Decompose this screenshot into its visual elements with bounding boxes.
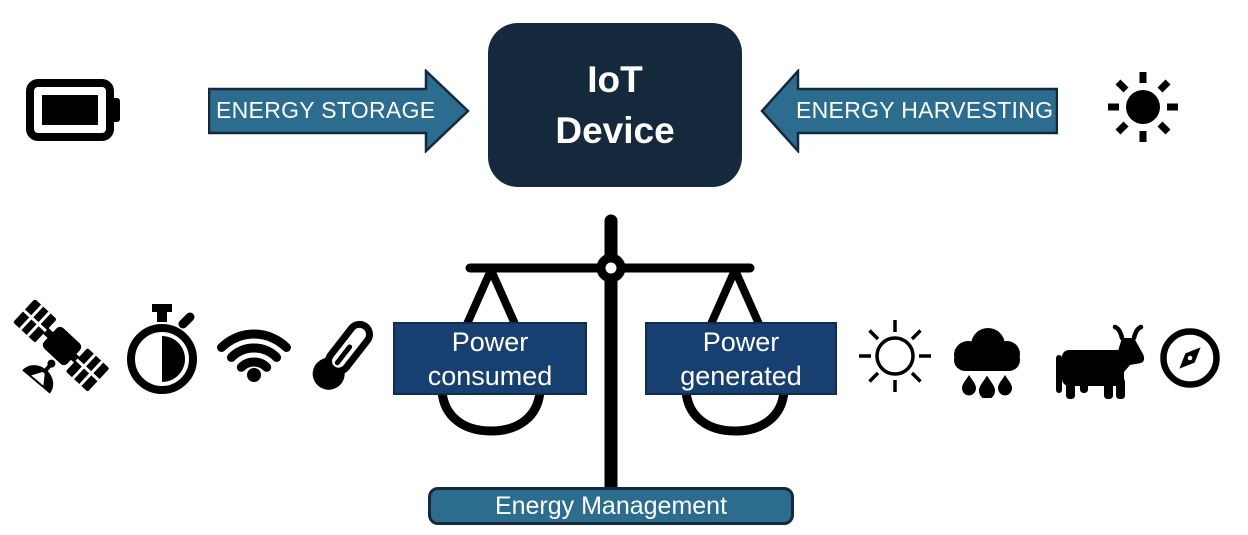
- battery-icon: [26, 78, 120, 142]
- power-consumed-line2: consumed: [427, 360, 553, 391]
- rain-cloud-icon: [944, 322, 1030, 398]
- sun-icon: [1104, 68, 1182, 146]
- iot-device-line1: IoT: [587, 59, 643, 100]
- satellite-icon: [12, 300, 112, 404]
- power-generated-box: Power generated: [645, 322, 837, 395]
- power-consumed-box: Power consumed: [393, 322, 587, 395]
- energy-management-label: Energy Management: [494, 491, 728, 520]
- iot-device-line2: Device: [555, 110, 675, 151]
- balance-scale: [420, 208, 810, 499]
- thermometer-icon: [298, 314, 384, 402]
- energy-management-box: Energy Management: [428, 487, 794, 525]
- power-generated-line2: generated: [680, 360, 802, 391]
- wifi-icon: [216, 318, 292, 382]
- iot-device-box: IoT Device: [488, 23, 742, 187]
- stopwatch-icon: [126, 304, 198, 398]
- compass-icon: [1157, 325, 1223, 391]
- energy-storage-label: ENERGY STORAGE: [216, 97, 436, 123]
- cow-icon: [1046, 324, 1146, 400]
- energy-harvesting-label: ENERGY HARVESTING: [796, 97, 1054, 123]
- power-consumed-line1: Power: [451, 326, 529, 357]
- power-generated-line1: Power: [702, 326, 780, 357]
- energy-storage-arrow: ENERGY STORAGE: [208, 69, 470, 153]
- energy-harvesting-arrow: ENERGY HARVESTING: [760, 69, 1058, 153]
- sun-outline-icon: [853, 313, 937, 399]
